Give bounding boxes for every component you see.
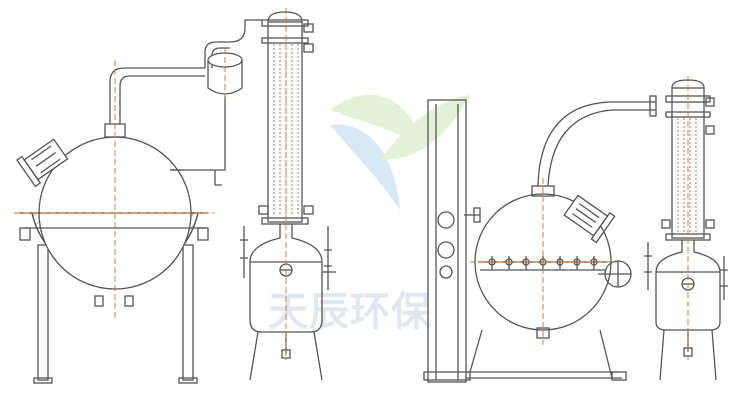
right-centerlines [470,178,618,345]
right-condenser-column [644,79,728,381]
left-centerlines [14,48,226,320]
left-vessel-legs [33,244,198,384]
watermark-logo-icon [330,94,470,210]
right-frame [423,99,627,383]
right-evaporator [474,95,657,339]
left-evaporator [16,19,262,384]
right-condenser-tubes [677,118,697,232]
watermark-text: 天辰环保 [268,289,432,335]
